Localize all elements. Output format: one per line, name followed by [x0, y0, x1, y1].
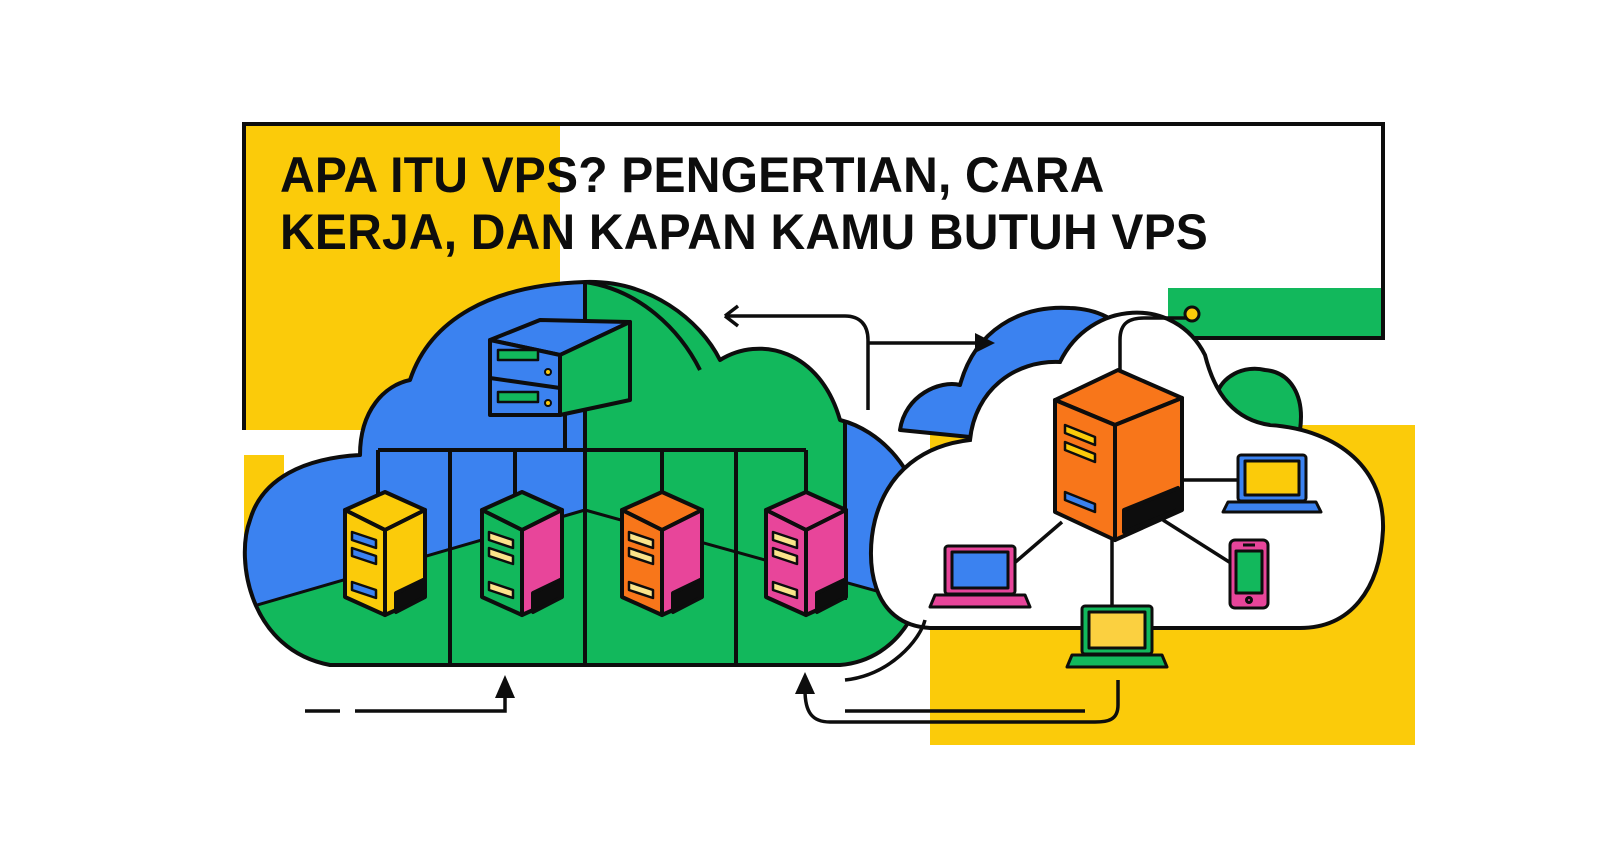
arrowheads	[495, 304, 995, 698]
green-block-top-right	[1168, 288, 1383, 338]
laptop-blue-icon	[1221, 453, 1323, 514]
laptop-green-icon	[1065, 604, 1169, 669]
server-orange-pink-icon	[620, 490, 704, 617]
arrows	[305, 314, 1120, 724]
server-green-pink-icon	[480, 490, 564, 617]
title-line-1: APA ITU VPS? PENGERTIAN, CARA	[280, 148, 1105, 204]
title-line-2: KERJA, DAN KAPAN KAMU BUTUH VPS	[280, 204, 1209, 261]
server-pink-icon	[764, 490, 848, 617]
connector-dot	[1183, 305, 1201, 323]
page-title: APA ITU VPS? PENGERTIAN, CARA KERJA, DAN…	[280, 148, 1208, 261]
server-yellow-icon	[343, 490, 427, 617]
rack-server-icon	[488, 318, 632, 417]
laptop-pink-icon	[928, 544, 1032, 609]
phone-pink-icon	[1228, 538, 1270, 610]
vps-server-icon	[1053, 368, 1184, 542]
network-lines	[1010, 316, 1246, 606]
